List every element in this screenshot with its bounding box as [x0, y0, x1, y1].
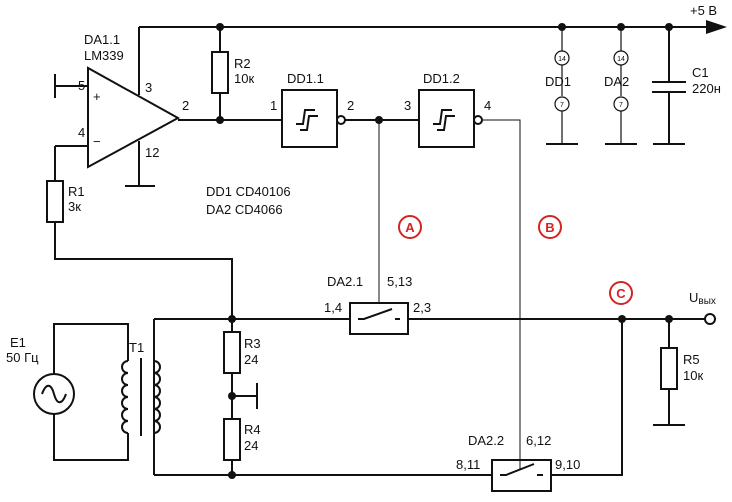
- supply-arrow-icon: [706, 20, 727, 34]
- da2-2-out-pins: 9,10: [555, 457, 580, 472]
- trigger-dd1-2: 3 4 DD1.2: [404, 71, 491, 148]
- comparator-minus-sign: −: [93, 134, 101, 149]
- r5-value: 10к: [683, 368, 703, 383]
- ground-icon: [232, 383, 258, 409]
- switch-contact-icon: [358, 308, 400, 320]
- dd1-2-pin-out: 4: [484, 98, 491, 113]
- output-subscript: вых: [698, 296, 716, 307]
- inverter-bubble-icon: [473, 115, 483, 125]
- marker-a: A: [398, 215, 422, 239]
- r4-ref: R4: [244, 422, 261, 437]
- marker-a-label: A: [405, 220, 415, 235]
- power-pins-da2: 14 7 DA2: [604, 27, 637, 145]
- junction-dots: [216, 23, 673, 479]
- resistor-r5: R5 10к: [653, 319, 703, 426]
- r3-value: 24: [244, 352, 258, 367]
- da2-1-ctrl-pins: 5,13: [387, 274, 412, 289]
- opamp-symbol: [87, 66, 181, 169]
- comparator-pin-out: 2: [182, 98, 189, 113]
- r1-value: 3к: [68, 199, 81, 214]
- comparator-pin-inn: 4: [78, 125, 85, 140]
- r5-ref: R5: [683, 352, 700, 367]
- dd1-2-pin-in: 3: [404, 98, 411, 113]
- da2-vdd-pin: 14: [617, 56, 625, 63]
- parts-list-da2: DA2 CD4066: [206, 202, 283, 217]
- da2-1-ref: DA2.1: [327, 274, 363, 289]
- switch-da2-2: DA2.2 6,12 8,11 9,10: [456, 433, 580, 492]
- r3-ref: R3: [244, 336, 261, 351]
- dd1-vdd-pin: 14: [558, 56, 566, 63]
- power-pins-dd1: 14 7 DD1: [545, 27, 578, 145]
- secondary-winding-icon: [153, 360, 161, 434]
- resistor-r4-body: [223, 418, 241, 461]
- r1-ref: R1: [68, 184, 85, 199]
- transformer-t1: T1: [53, 323, 161, 461]
- primary-winding-icon: [121, 360, 129, 434]
- da2-2-ref: DA2.2: [468, 433, 504, 448]
- resistor-r4: R4 24: [223, 418, 261, 475]
- dd1-gnd-pin: 7: [560, 102, 564, 109]
- da2-power-ref: DA2: [604, 74, 629, 89]
- e1-ref: E1: [10, 335, 26, 350]
- output-terminal: Uвых: [689, 290, 716, 325]
- comparator-plus-sign: +: [93, 89, 101, 104]
- da2-1-out-pins: 2,3: [413, 300, 431, 315]
- capacitor-plates: [652, 81, 686, 93]
- dd1-1-ref: DD1.1: [287, 71, 324, 86]
- wire-bottom-bus: [154, 319, 623, 476]
- resistor-r2: R2 10к: [211, 27, 254, 120]
- t1-ref: T1: [129, 340, 144, 355]
- marker-c: C: [609, 281, 633, 305]
- comparator-pin-gnd: 12: [145, 145, 159, 160]
- sine-wave-icon: [41, 384, 67, 404]
- supply-label: +5 В: [690, 3, 717, 18]
- resistor-r1-body: [46, 180, 64, 223]
- c1-value: 220н: [692, 81, 721, 96]
- resistor-r5-body: [660, 347, 678, 390]
- marker-b: B: [538, 215, 562, 239]
- switch-da2-2-body: [491, 459, 552, 492]
- e1-freq: 50 Гц: [6, 350, 39, 365]
- r2-ref: R2: [234, 56, 251, 71]
- r4-value: 24: [244, 438, 258, 453]
- hysteresis-icon: [296, 109, 318, 131]
- comparator-pin-vcc: 3: [145, 80, 152, 95]
- comparator-da1: DA1.1 LM339 5 4 3 2 12 + −: [54, 27, 189, 187]
- marker-b-label: B: [545, 220, 554, 235]
- marker-c-label: C: [616, 286, 626, 301]
- svg-text:Uвых: Uвых: [689, 290, 716, 307]
- supply-rail: +5 В: [139, 3, 727, 34]
- dd1-1-pin-out: 2: [347, 98, 354, 113]
- resistor-r3: R3 24: [223, 319, 261, 419]
- dd1-2-ref: DD1.2: [423, 71, 460, 86]
- dd1-power-ref: DD1: [545, 74, 571, 89]
- comparator-pin-inp: 5: [78, 78, 85, 93]
- output-terminal-icon: [704, 313, 716, 325]
- resistor-r2-body: [211, 51, 229, 94]
- trigger-dd1-1: 1 2 DD1.1: [270, 71, 354, 148]
- da2-2-in-pins: 8,11: [456, 457, 480, 472]
- da2-gnd-pin: 7: [619, 102, 623, 109]
- resistor-r1: R1 3к: [46, 146, 233, 319]
- r2-value: 10к: [234, 71, 254, 86]
- comparator-part: LM339: [84, 48, 124, 63]
- switch-da2-1-body: [349, 302, 409, 335]
- switch-contact-icon: [500, 463, 543, 476]
- hysteresis-icon: [433, 109, 455, 131]
- source-e1: E1 50 Гц: [6, 335, 75, 415]
- dd1-1-pin-in: 1: [270, 98, 277, 113]
- comparator-ref: DA1.1: [84, 32, 120, 47]
- capacitor-c1: C1 220н: [652, 27, 721, 145]
- output-label: U: [689, 290, 698, 305]
- da2-2-ctrl-pins: 6,12: [526, 433, 551, 448]
- wire-control-b: [482, 119, 521, 470]
- switch-da2-1: DA2.1 5,13 1,4 2,3: [324, 274, 431, 335]
- da2-1-in-pins: 1,4: [324, 300, 342, 315]
- c1-ref: C1: [692, 65, 709, 80]
- resistor-r3-body: [223, 331, 241, 374]
- parts-list-dd1: DD1 CD40106: [206, 184, 291, 199]
- inverter-bubble-icon: [336, 115, 346, 125]
